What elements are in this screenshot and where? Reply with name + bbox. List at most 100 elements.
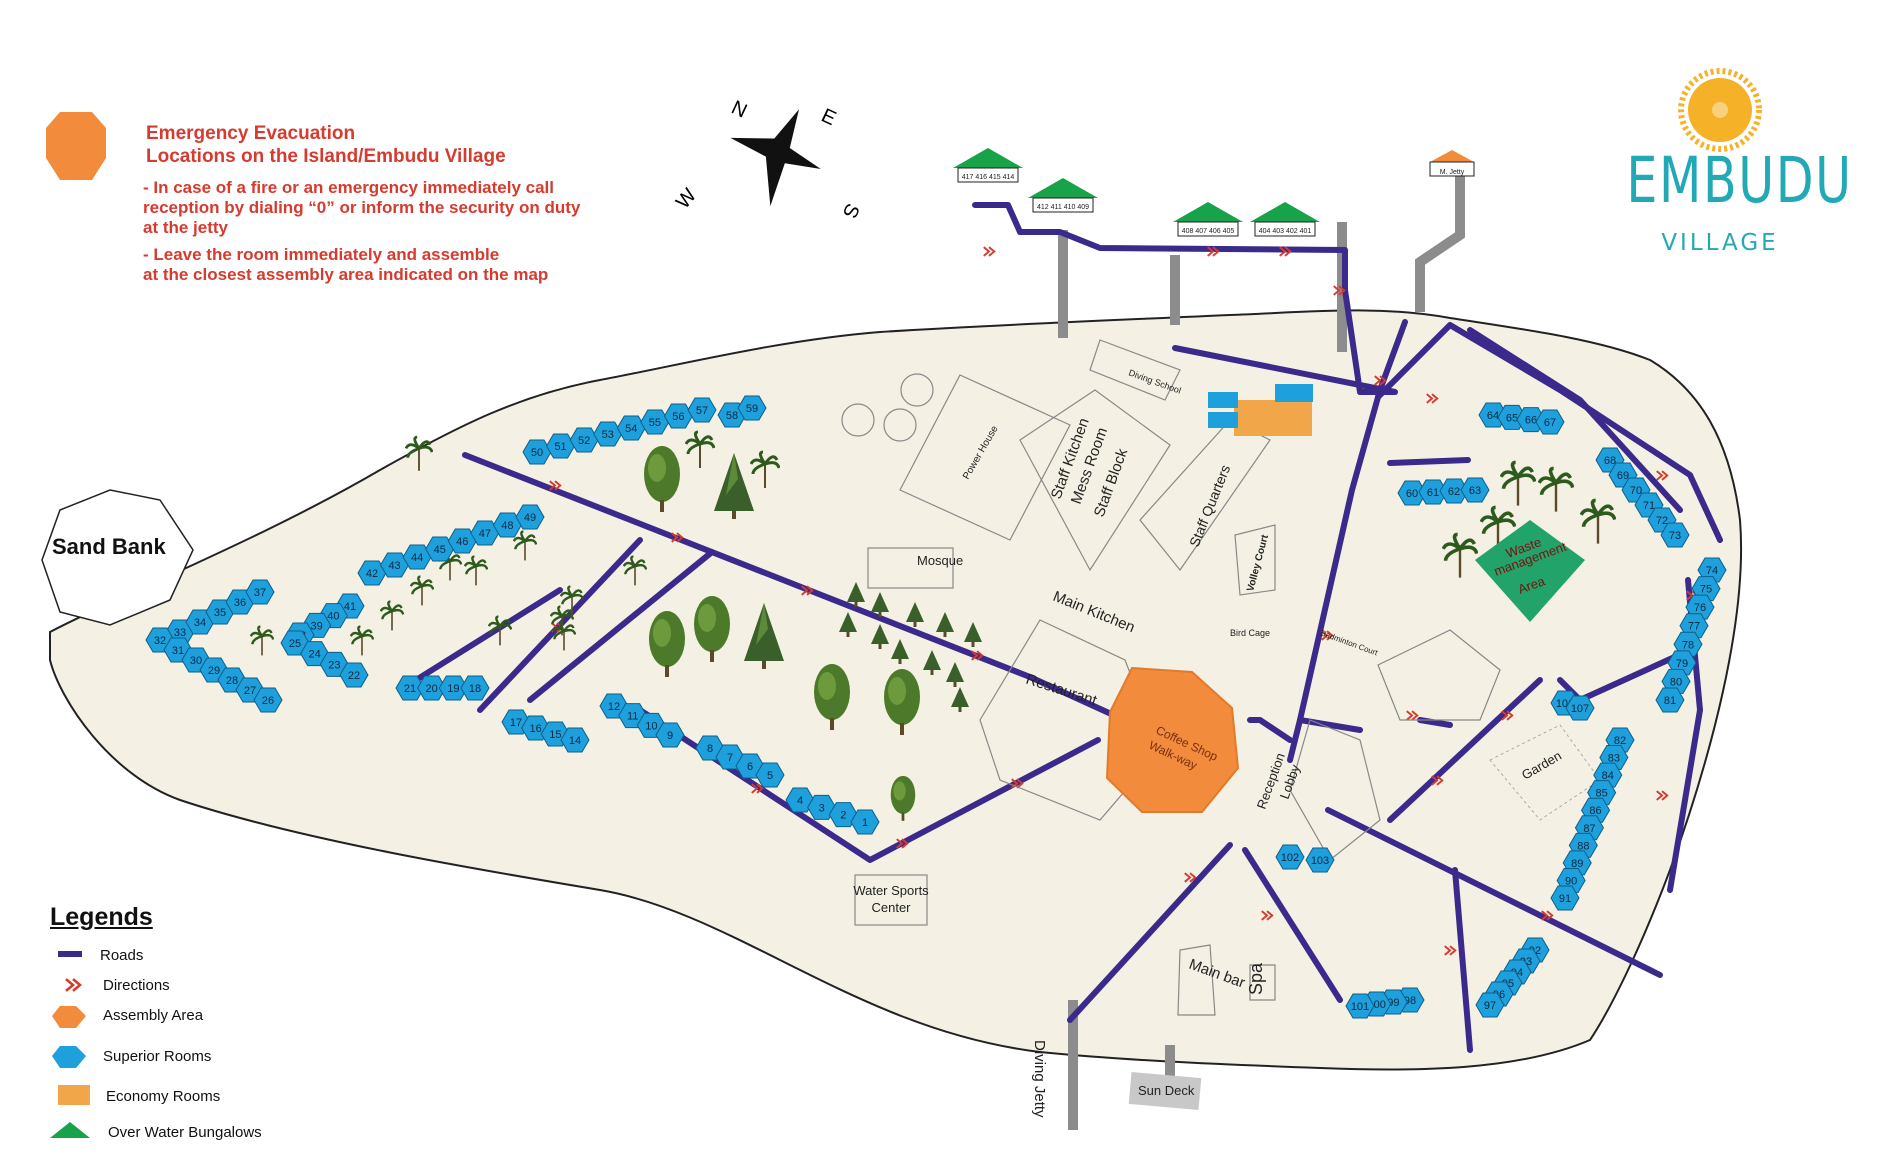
room-number: 57 [696, 405, 708, 417]
legend-economy: Economy Rooms [106, 1087, 221, 1105]
room-number: 78 [1682, 639, 1694, 651]
bungalow-group-4: 404 403 402 401 [1259, 228, 1312, 235]
room-number: 14 [569, 735, 581, 747]
room-number: 67 [1544, 417, 1556, 429]
m-jetty-label: M. Jetty [1440, 169, 1465, 176]
notice-octagon [46, 112, 106, 180]
room-number: 33 [174, 627, 186, 639]
room-number: 40 [327, 611, 339, 623]
room-number: 15 [549, 729, 561, 741]
room-number: 39 [311, 620, 323, 632]
room-number: 44 [411, 552, 423, 564]
room-number: 24 [309, 649, 321, 661]
brand-subtitle: VILLAGE [1661, 230, 1779, 256]
room-number: 52 [578, 435, 590, 447]
legend-title: Legends [50, 903, 153, 931]
room-number: 45 [434, 544, 446, 556]
room-number: 5 [767, 770, 773, 782]
room-number: 41 [344, 601, 356, 613]
notice-bullet-2: - Leave the room immediately and assembl… [143, 245, 633, 285]
sun-deck-label: Sun Deck [1138, 1083, 1195, 1098]
room-number: 56 [672, 411, 684, 423]
compass-e: E [818, 105, 839, 131]
room-number: 65 [1506, 412, 1518, 424]
room-number: 82 [1614, 735, 1626, 747]
room-number: 80 [1670, 676, 1682, 688]
room-number: 32 [154, 635, 166, 647]
room-number: 49 [524, 512, 536, 524]
room-number: 64 [1487, 410, 1499, 422]
room-number: 51 [554, 441, 566, 453]
room-number: 99 [1387, 997, 1399, 1009]
room-number: 74 [1706, 565, 1718, 577]
room-number: 101 [1351, 1001, 1369, 1013]
compass-n: N [728, 97, 750, 123]
room-number: 23 [328, 659, 340, 671]
room-number: 75 [1700, 584, 1712, 596]
bungalow-group-2: 412 411 410 409 [1037, 204, 1089, 211]
room-number: 7 [727, 752, 733, 764]
spa-label: Spa [1246, 962, 1266, 995]
room-number: 53 [602, 429, 614, 441]
room-number: 79 [1676, 658, 1688, 670]
room-number: 61 [1427, 487, 1439, 499]
notice-b2-l2: at the closest assembly area indicated o… [143, 265, 549, 284]
room-number: 54 [625, 423, 637, 435]
legend-superior: Superior Rooms [103, 1047, 212, 1065]
room-number: 89 [1571, 858, 1583, 870]
notice-title-line2: Locations on the Island/Embudu Village [146, 146, 506, 167]
room-number: 73 [1669, 530, 1681, 542]
room-number: 18 [469, 683, 481, 695]
room-number: 22 [348, 670, 360, 682]
room-number: 85 [1596, 788, 1608, 800]
room-number: 3 [819, 802, 825, 814]
room-number: 28 [226, 675, 238, 687]
waste-management-area [1475, 520, 1585, 622]
room-number: 72 [1656, 515, 1668, 527]
room-number: 29 [208, 665, 220, 677]
room-number: 19 [447, 683, 459, 695]
legend-directions: Directions [103, 976, 170, 994]
brand-name: EMBUDU [1626, 144, 1853, 217]
room-number: 6 [747, 761, 753, 773]
room-number: 76 [1694, 602, 1706, 614]
room-number: 90 [1565, 875, 1577, 887]
room-number: 83 [1608, 753, 1620, 765]
room-number: 62 [1448, 486, 1460, 498]
room-number: 97 [1484, 1000, 1496, 1012]
room-number: 10 [645, 720, 657, 732]
room-number: 8 [707, 743, 713, 755]
room-number: 86 [1589, 805, 1601, 817]
notice-b1-l2: reception by dialing “0” or inform the s… [143, 198, 581, 217]
compass: N E S W [672, 97, 863, 222]
notice-title-line1: Emergency Evacuation [146, 123, 356, 144]
room-number: 30 [190, 655, 202, 667]
room-number: 34 [194, 617, 206, 629]
room-number: 98 [1404, 995, 1416, 1007]
room-number: 26 [262, 695, 274, 707]
room-number: 27 [244, 685, 256, 697]
notice-b1-l1: - In case of a fire or an emergency imme… [143, 178, 555, 197]
room-number: 88 [1577, 840, 1589, 852]
room-number: 46 [456, 536, 468, 548]
room-number: 68 [1604, 455, 1616, 467]
notice-title: Emergency Evacuation Locations on the Is… [146, 122, 586, 168]
economy-rooms [1208, 384, 1313, 436]
room-number: 60 [1406, 488, 1418, 500]
room-number: 87 [1583, 823, 1595, 835]
legend-assembly: Assembly Area [103, 1006, 204, 1024]
room-number: 103 [1311, 855, 1329, 867]
room-number: 12 [608, 701, 620, 713]
notice-b1-l3: at the jetty [143, 218, 229, 237]
room-number: 25 [289, 638, 301, 650]
room-number: 16 [530, 723, 542, 735]
water-sports-center-label: Center [871, 900, 911, 915]
room-number: 20 [426, 683, 438, 695]
facility-outlines [841, 339, 1501, 1016]
room-number: 102 [1281, 852, 1299, 864]
room-number: 1 [862, 817, 868, 829]
room-number: 107 [1571, 703, 1589, 715]
room-number: 63 [1469, 485, 1481, 497]
